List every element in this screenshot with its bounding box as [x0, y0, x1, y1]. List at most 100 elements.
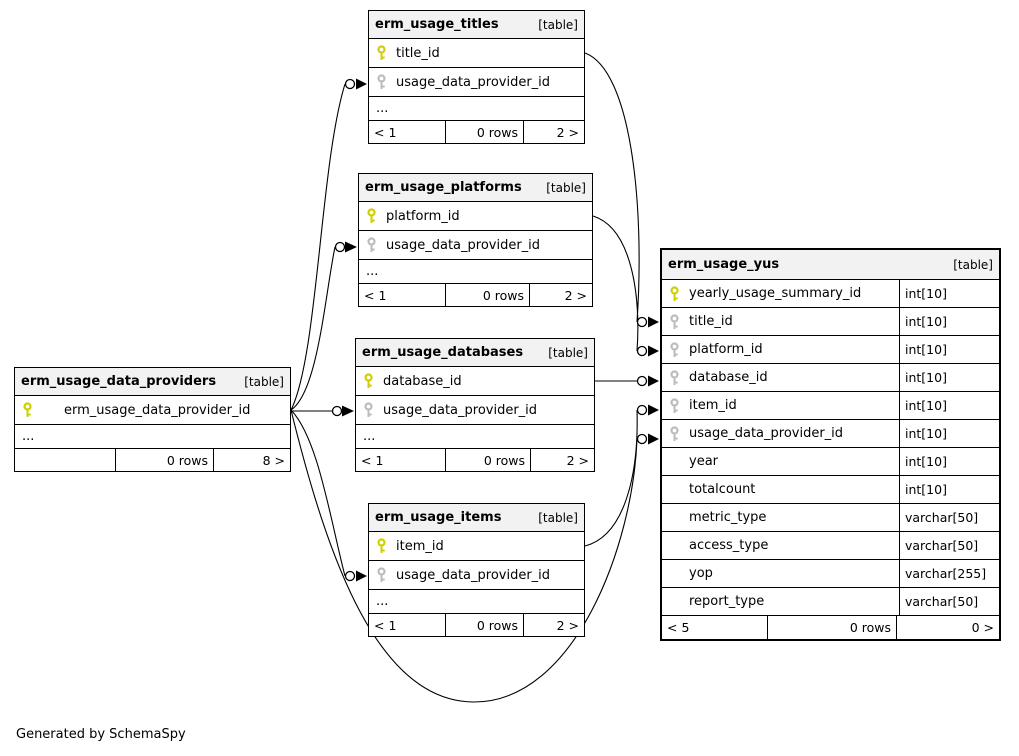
table-node-erm-usage-data-providers[interactable]: erm_usage_data_providers [table] erm_usa…: [14, 367, 291, 472]
column-row: access_type varchar[50]: [662, 532, 999, 560]
row-count: 0 rows: [768, 616, 897, 639]
table-name: erm_usage_items: [375, 510, 502, 525]
edge-providers-to-platforms: [290, 246, 336, 411]
row-count: 0 rows: [446, 449, 531, 471]
table-tag: [table]: [953, 257, 993, 272]
table-name: erm_usage_databases: [362, 345, 524, 360]
fk-connector: [334, 241, 346, 253]
row-count: 0 rows: [116, 449, 214, 471]
fk-connector: [636, 404, 648, 416]
column-name: usage_data_provider_id: [396, 567, 551, 583]
children-count: 2 >: [564, 287, 587, 303]
edge-platforms-to-yus: [592, 215, 639, 352]
column-name: usage_data_provider_id: [386, 237, 541, 253]
column-name: database_id: [689, 370, 768, 385]
column-row: yearly_usage_summary_id int[10]: [662, 280, 999, 308]
column-name: platform_id: [689, 342, 763, 357]
foreign-key-icon: [670, 369, 679, 386]
column-type: int[10]: [899, 420, 999, 447]
generator-note: Generated by SchemaSpy: [16, 727, 186, 742]
parents-count: < 1: [356, 449, 446, 471]
table-tag: [table]: [244, 374, 284, 389]
column-type: int[10]: [899, 280, 999, 307]
column-name: title_id: [689, 314, 733, 329]
column-type: int[10]: [899, 448, 999, 475]
primary-key-icon: [364, 373, 373, 389]
column-row: report_type varchar[50]: [662, 588, 999, 616]
primary-key-icon: [377, 538, 386, 554]
row-count: 0 rows: [446, 121, 524, 143]
column-name: title_id: [396, 45, 440, 61]
table-node-erm-usage-yus[interactable]: erm_usage_yus [table] yearly_usage_summa…: [660, 248, 1001, 641]
primary-key-icon: [670, 285, 679, 302]
primary-key-icon: [377, 45, 386, 61]
children-count: 2 >: [556, 617, 579, 633]
table-footer: < 5 0 rows 0 >: [662, 616, 999, 639]
ellipsis-row: ...: [369, 590, 584, 614]
fk-arrowhead: [648, 345, 659, 357]
fk-arrowhead: [648, 316, 659, 328]
column-type: varchar[255]: [899, 560, 999, 587]
table-footer: < 1 0 rows 2 >: [356, 449, 594, 471]
column-name: yop: [689, 566, 713, 581]
column-name: totalcount: [689, 482, 756, 497]
column-row: usage_data_provider_id: [369, 68, 584, 97]
fk-connector: [636, 345, 648, 357]
column-name: report_type: [689, 594, 765, 609]
foreign-key-icon: [364, 402, 373, 418]
column-name: usage_data_provider_id: [689, 426, 844, 441]
column-name: item_id: [396, 538, 444, 554]
fk-arrowhead: [342, 405, 354, 417]
column-row: item_id int[10]: [662, 392, 999, 420]
table-header: erm_usage_yus [table]: [662, 250, 999, 280]
table-tag: [table]: [546, 180, 586, 195]
edge-providers-to-yus: [290, 409, 638, 703]
fk-connector: [636, 375, 648, 387]
ellipsis-row: ...: [356, 425, 594, 449]
table-footer: < 1 0 rows 2 >: [359, 284, 592, 306]
children-count: 8 >: [262, 452, 285, 468]
column-name: yearly_usage_summary_id: [689, 286, 862, 301]
table-node-erm-usage-items[interactable]: erm_usage_items [table] item_id usage_da…: [368, 503, 585, 637]
table-footer: < 1 0 rows 2 >: [369, 121, 584, 143]
column-name: usage_data_provider_id: [396, 74, 551, 90]
fk-arrowhead: [648, 375, 659, 387]
fk-connector: [636, 316, 648, 328]
table-footer: < 1 0 rows 2 >: [369, 614, 584, 636]
column-type: int[10]: [899, 364, 999, 391]
ellipsis-row: ...: [359, 260, 592, 284]
column-row: title_id int[10]: [662, 308, 999, 336]
foreign-key-icon: [670, 341, 679, 358]
ellipsis-row: ...: [15, 425, 290, 449]
ellipsis-row: ...: [369, 97, 584, 121]
children-count: 2 >: [556, 124, 579, 140]
children-count: 0 >: [971, 620, 994, 635]
parents-count: < 1: [369, 121, 446, 143]
column-type: int[10]: [899, 476, 999, 503]
table-tag: [table]: [548, 345, 588, 360]
table-node-erm-usage-platforms[interactable]: erm_usage_platforms [table] platform_id …: [358, 173, 593, 307]
foreign-key-icon: [670, 425, 679, 442]
fk-connector: [331, 405, 343, 417]
column-row: platform_id int[10]: [662, 336, 999, 364]
column-row: usage_data_provider_id: [369, 561, 584, 590]
fk-arrowhead: [345, 241, 357, 253]
column-type: int[10]: [899, 336, 999, 363]
column-name: year: [689, 454, 719, 469]
foreign-key-icon: [377, 74, 386, 90]
table-node-erm-usage-databases[interactable]: erm_usage_databases [table] database_id …: [355, 338, 595, 472]
foreign-key-icon: [367, 237, 376, 253]
table-footer: 0 rows 8 >: [15, 449, 290, 471]
table-node-erm-usage-titles[interactable]: erm_usage_titles [table] title_id usage_…: [368, 10, 585, 144]
column-row: item_id: [369, 532, 584, 561]
row-count: 0 rows: [446, 284, 530, 306]
table-name: erm_usage_data_providers: [21, 374, 217, 389]
table-header: erm_usage_platforms [table]: [359, 174, 592, 202]
table-header: erm_usage_items [table]: [369, 504, 584, 532]
table-header: erm_usage_databases [table]: [356, 339, 594, 367]
table-header: erm_usage_titles [table]: [369, 11, 584, 39]
parents-count: < 5: [662, 616, 768, 639]
parents-count: < 1: [359, 284, 446, 306]
